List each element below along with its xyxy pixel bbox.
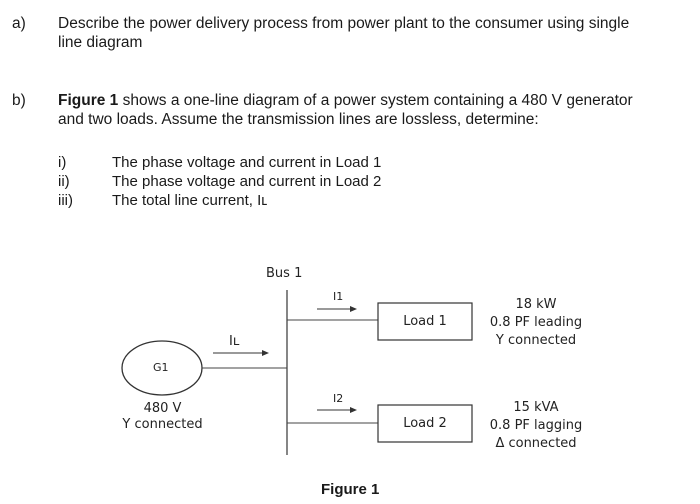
part-a-line1: Describe the power delivery process from… (58, 15, 630, 32)
load-1-spec-pf: 0.8 PF leading (489, 315, 583, 330)
generator-connection: Y connected (122, 417, 203, 432)
i2-arrowhead (350, 407, 357, 413)
load-1-name: Load 1 (403, 314, 447, 329)
generator-label: G1 (153, 361, 169, 374)
load-2-box (377, 404, 473, 443)
load-2-spec-pf: 0.8 PF lagging (489, 418, 583, 433)
item-i-num: i) (58, 154, 67, 171)
part-b-label: b) (12, 92, 26, 109)
item-iii-text: The total line current, Iʟ (112, 192, 268, 209)
item-ii-text: The phase voltage and current in Load 2 (112, 173, 382, 190)
part-a-label: a) (12, 15, 26, 32)
line-current-label: Iʟ (229, 334, 240, 349)
part-b-line1: Figure 1 shows a one-line diagram of a p… (58, 91, 633, 110)
part-a-line2: line diagram (58, 34, 143, 51)
figure-caption: Figure 1 (321, 481, 380, 498)
i1-label: I1 (333, 290, 344, 303)
item-i-text: The phase voltage and current in Load 1 (112, 154, 382, 171)
load-1-spec-connection: Y connected (495, 333, 577, 348)
item-iii-num: iii) (58, 192, 73, 209)
i1-arrowhead (350, 306, 357, 312)
item-ii-num: ii) (58, 173, 70, 190)
load-1-box (377, 302, 473, 341)
load-2-name: Load 2 (403, 416, 447, 431)
part-b-line1-text: shows a one-line diagram of a power syst… (118, 92, 633, 109)
bus-label: Bus 1 (266, 266, 303, 281)
i2-label: I2 (333, 392, 344, 405)
figure-reference: Figure 1 (58, 92, 119, 109)
load-2-spec-power: 15 kVA (513, 400, 559, 415)
load-1-spec-power: 18 kW (515, 297, 557, 312)
load-2-spec-connection: Δ connected (495, 436, 577, 451)
line-current-arrowhead (262, 350, 269, 356)
part-b-line2: and two loads. Assume the transmission l… (58, 111, 539, 128)
generator-voltage: 480 V (143, 401, 182, 416)
